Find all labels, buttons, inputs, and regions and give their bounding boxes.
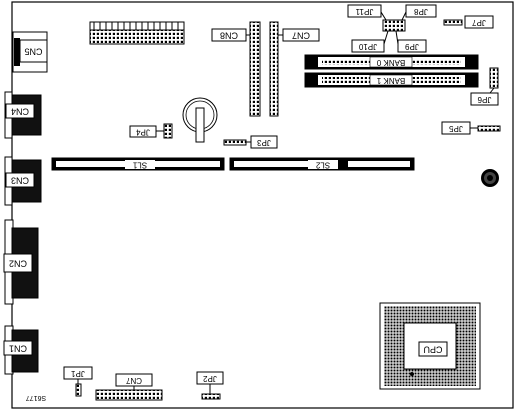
jp3-jumper: JP3 <box>223 135 278 149</box>
jp3-label: JP3 <box>257 138 271 147</box>
jp2-jumper: JP2 <box>196 371 224 400</box>
jp10-label: JP10 <box>358 42 377 51</box>
sl2-label: SL2 <box>315 160 330 169</box>
sl1-slot: SL1 <box>51 157 225 171</box>
cpu-label: CPU <box>423 345 442 355</box>
cn8-header: CN8 <box>211 21 261 117</box>
cn1-connector: CN1 <box>3 325 39 375</box>
cn5-connector: CN5 <box>12 31 48 73</box>
cn7-top-header: CN7 <box>269 21 320 117</box>
cn1-label: CN1 <box>9 344 27 354</box>
cn4-connector: CN4 <box>4 91 42 139</box>
cn7-top-label: CN7 <box>292 31 310 41</box>
jp2-label: JP2 <box>203 374 217 383</box>
cn2-label: CN2 <box>9 259 27 269</box>
jp1-jumper: JP1 <box>63 366 93 397</box>
cn3-label: CN3 <box>11 176 29 186</box>
cn3-connector: CN3 <box>4 156 42 206</box>
jp1-label: JP1 <box>71 369 85 378</box>
jp6-jumper: JP6 <box>470 67 499 106</box>
cn5-label: CN5 <box>24 47 42 57</box>
figure-id: S6177 <box>26 394 46 401</box>
jp5-jumper: JP5 <box>441 121 501 135</box>
jp4-label: JP4 <box>136 127 150 136</box>
sl1-label: SL1 <box>132 160 147 169</box>
bank0-label: BANK 0 <box>376 58 405 67</box>
battery <box>182 97 218 143</box>
jp5-label: JP5 <box>449 124 463 133</box>
jp4-jumper: JP4 <box>129 123 173 139</box>
jp7-jumper: JP7 <box>443 15 494 29</box>
cn7-bottom-header: CN7 <box>95 373 163 401</box>
cn4-label: CN4 <box>11 107 29 117</box>
jp7-label: JP7 <box>472 18 486 27</box>
cpu-socket: CPU <box>379 302 481 390</box>
memory-bank-1: BANK 1 <box>304 72 479 88</box>
top-header-block <box>89 21 185 45</box>
jp-cluster: JP11 JP8 JP10 JP9 <box>347 4 437 53</box>
memory-bank-0: BANK 0 <box>304 54 479 70</box>
cn8-label: CN8 <box>220 31 238 41</box>
jp9-label: JP9 <box>405 42 419 51</box>
jp6-label: JP6 <box>477 95 491 104</box>
speaker <box>481 169 499 187</box>
jp11-label: JP11 <box>355 7 373 16</box>
jp8-label: JP8 <box>414 7 428 16</box>
cn2-connector: CN2 <box>3 219 39 305</box>
sl2-slot: SL2 <box>229 157 415 171</box>
cn7-bottom-label: CN7 <box>125 376 142 385</box>
bank1-label: BANK 1 <box>376 76 405 85</box>
